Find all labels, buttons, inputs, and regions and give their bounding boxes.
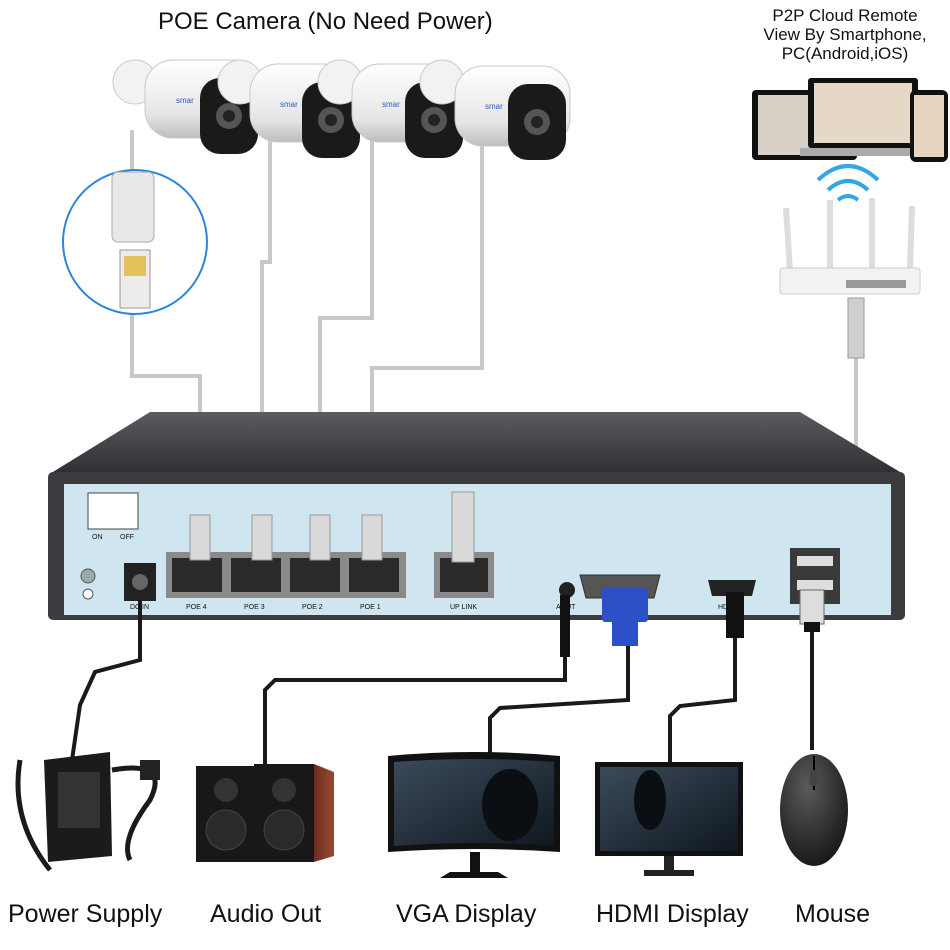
nvr-recorder [48,412,905,620]
p2p-line-3: PC(Android,iOS) [781,44,909,63]
ground-symbol [82,588,94,600]
camera-3-brand: smar [382,100,400,109]
power-supply-label: Power Supply [8,900,163,928]
bottom-plugs [560,588,825,657]
ground-screw [80,568,96,584]
camera-4 [419,59,571,160]
cable-hdmi [668,636,737,765]
vga-monitor [388,752,560,878]
nvr-top-cover [48,412,905,475]
power-switch [87,492,139,530]
power-supply-adapter [15,752,160,872]
poe1-label: POE 1 [360,604,381,611]
audio-label: AOUT [556,604,576,611]
device-cables [70,600,814,765]
camera-4-brand: smar [485,102,503,111]
uplink-label: UP LINK [450,604,478,611]
speakers [196,764,334,862]
mouse-label: Mouse [795,900,871,928]
dc-in-label: DC IN [130,604,150,611]
poe4-label: POE 4 [186,604,207,611]
audio-out-label: Audio Out [210,900,322,928]
poe3-label: POE 3 [244,604,265,611]
p2p-caption: P2P Cloud Remote View By Smartphone, PC(… [740,6,950,63]
rj45-plugs [189,491,475,563]
diagram-title: POE Camera (No Need Power) [158,8,493,35]
poe2-label: POE 2 [302,604,323,611]
hdmi-label: HDMI [718,604,736,611]
p2p-line-1: P2P Cloud Remote [772,6,918,25]
p2p-devices [752,78,948,162]
vga-display-label: VGA Display [396,900,537,928]
p2p-line-2: View By Smartphone, [763,25,927,44]
hdmi-monitor [595,762,743,876]
audio-port [559,582,575,598]
connector-zoom [62,169,208,315]
router-device [779,198,921,359]
mouse-device [780,754,848,866]
cable-camera-2 [260,135,272,520]
hdmi-display-label: HDMI Display [596,900,749,928]
on-label: ON [92,534,103,541]
cable-audio [263,612,567,765]
camera-2-brand: smar [280,100,298,109]
cable-power [70,600,142,761]
cable-vga [488,630,630,760]
camera-1-brand: smar [176,96,194,105]
wifi-signal-icon [816,164,880,202]
poe-cameras [112,59,571,160]
off-label: OFF [120,534,134,541]
